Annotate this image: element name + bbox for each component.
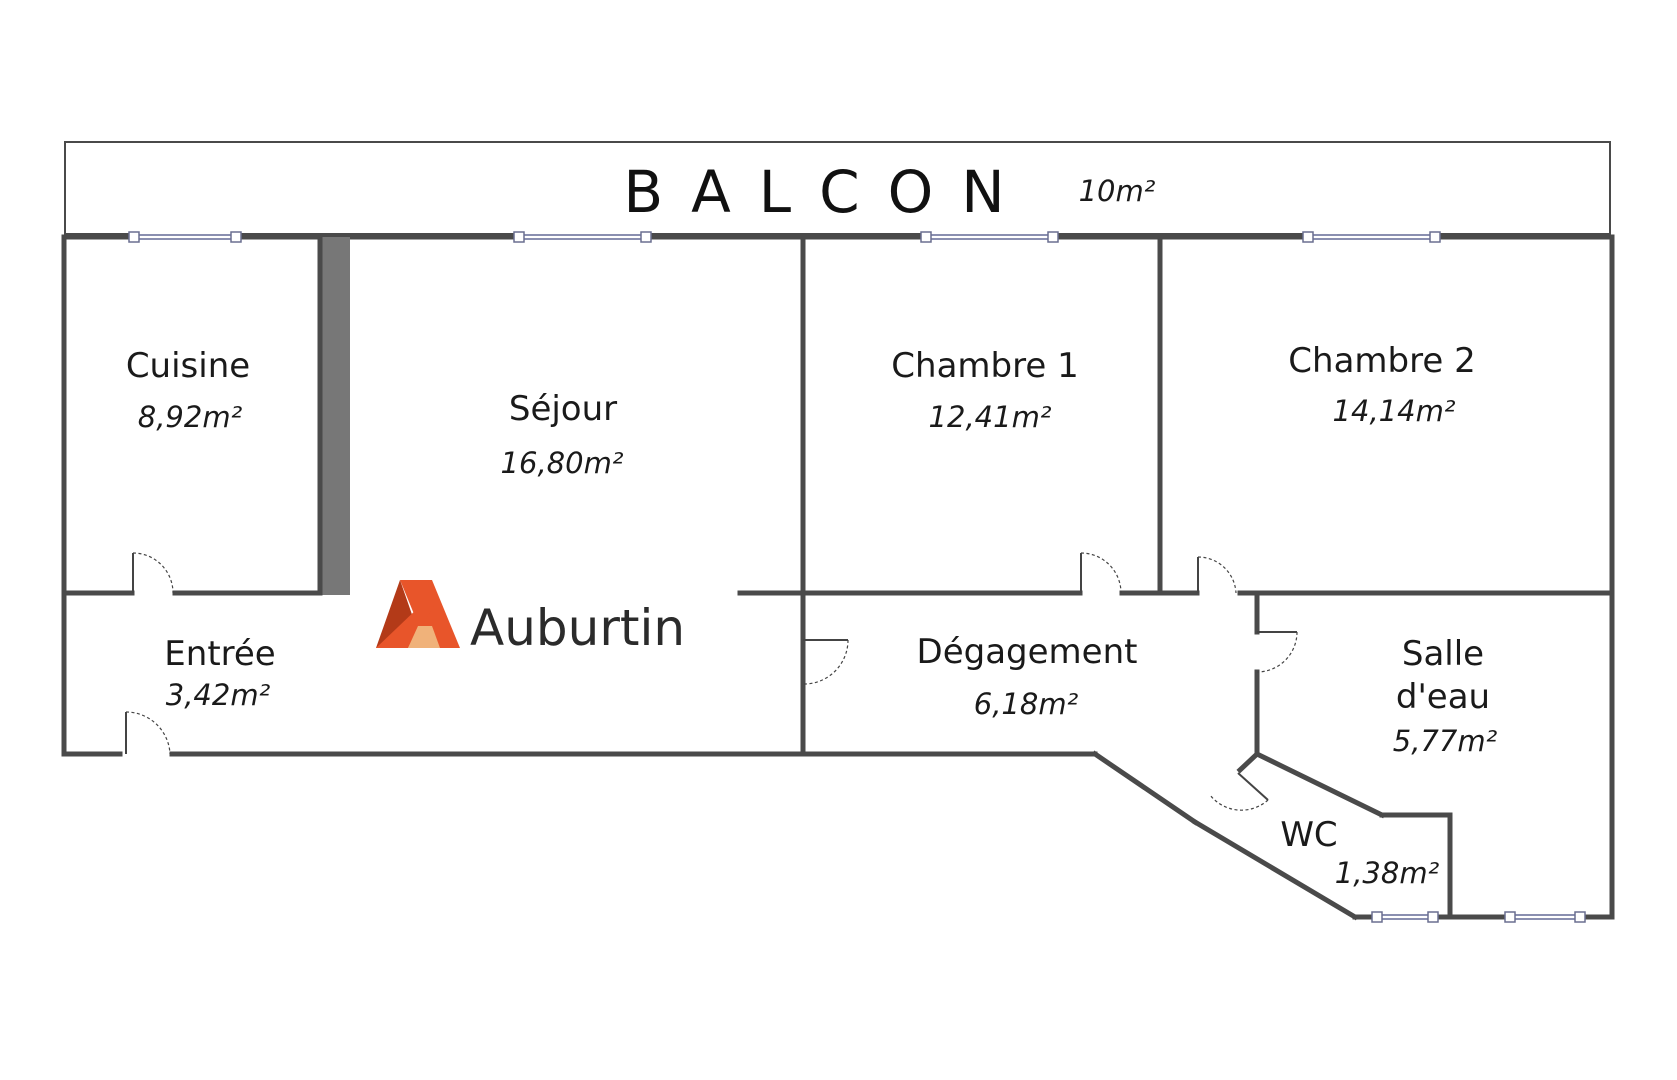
door-chambre1 xyxy=(1080,552,1122,594)
entree-label: Entrée xyxy=(164,634,275,674)
auburtin-logo-mark-icon xyxy=(376,580,460,648)
degagement-area: 6,18m² xyxy=(974,687,1079,721)
cuisine-area: 8,92m² xyxy=(138,400,243,434)
window-chambre2 xyxy=(1302,231,1441,243)
door-cuisine xyxy=(132,552,174,594)
windows xyxy=(128,231,1586,923)
door-wc xyxy=(1209,772,1269,811)
window-sejour xyxy=(513,231,652,243)
wc-area: 1,38m² xyxy=(1335,856,1440,890)
auburtin-logo-text: Auburtin xyxy=(470,599,685,657)
doors xyxy=(125,552,1298,811)
door-chambre2 xyxy=(1197,556,1237,594)
cuisine-label: Cuisine xyxy=(126,346,250,386)
sejour-label: Séjour xyxy=(509,389,617,429)
balcony xyxy=(64,141,1611,235)
window-chambre1 xyxy=(920,231,1059,243)
entree-area: 3,42m² xyxy=(166,678,271,712)
salle-area: 5,77m² xyxy=(1393,724,1498,758)
chambre2-label: Chambre 2 xyxy=(1288,341,1475,381)
auburtin-logo: Auburtin xyxy=(376,580,685,657)
interior-walls xyxy=(61,234,1615,920)
door-salle-deau xyxy=(1256,631,1298,673)
door-degagement xyxy=(802,639,849,685)
window-cuisine xyxy=(128,231,242,243)
chambre1-label: Chambre 1 xyxy=(891,346,1078,386)
chambre2-area: 14,14m² xyxy=(1333,394,1456,428)
degagement-label: Dégagement xyxy=(917,632,1138,672)
salle-label-line1: Salle xyxy=(1402,634,1484,674)
balcon-label: BALCON xyxy=(623,158,1032,226)
window-wc xyxy=(1371,911,1439,923)
wc-label: WC xyxy=(1280,815,1337,855)
salle-label-line2: d'eau xyxy=(1396,677,1490,717)
window-salle-deau xyxy=(1504,911,1586,923)
sejour-area: 16,80m² xyxy=(501,446,624,480)
door-entree xyxy=(125,711,171,755)
chambre1-area: 12,41m² xyxy=(929,400,1052,434)
balcon-area: 10m² xyxy=(1079,174,1156,208)
